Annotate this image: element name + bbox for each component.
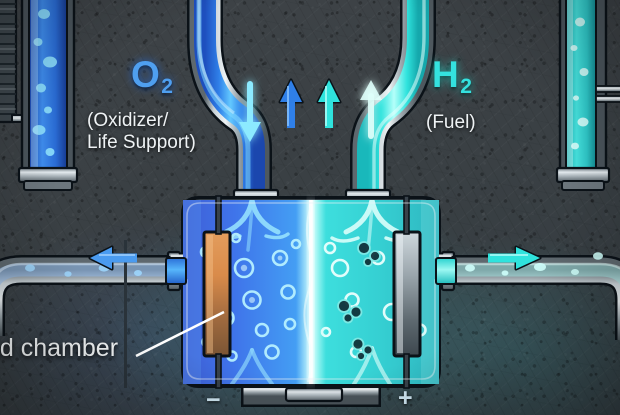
flow-up-in-hydrogen-pipe-arrow [360,80,382,139]
hydrogen-storage-tank [555,0,620,191]
oxygen-tank-bubbles [31,0,57,172]
electrode-negative-marker: − [206,386,221,415]
hydrogen-uppipe [344,0,436,204]
hydrogen-description-line1: (Fuel) [426,112,476,134]
hydrogen-tank-bubbles [567,0,589,172]
steel-electrode [392,195,422,389]
electrode-positive-marker: + [398,384,413,413]
copper-electrode [124,195,232,389]
hydrogen-subscript: 2 [460,75,472,98]
oxygen-description: (Oxidizer/ Life Support) [87,110,196,155]
hydrogen-pipe-bubbles [465,252,603,276]
flow-right-hydrogen-arrow [488,245,542,271]
flow-left-oxygen-arrow [88,245,137,271]
hydrogen-formula: H [432,54,459,95]
chamber-callout-label: ed chamber [0,334,118,363]
ion-exchange-membrane [296,200,326,384]
hydrogen-description: (Fuel) [426,112,476,134]
oxygen-formula: O [131,54,160,95]
oxygen-subscript: 2 [161,75,173,98]
flow-up-hydrogen-arrow [316,78,342,128]
hydrogen-label: H2 [432,54,472,97]
oxygen-pipe-bubbles [25,264,142,277]
flow-down-in-oxygen-pipe-arrow [239,81,261,142]
oxygen-description-line2: Life Support) [87,132,196,154]
oxygen-description-line1: (Oxidizer/ [87,110,196,132]
electrolysis-chamber [124,195,457,389]
chamber-callout-leader-line [135,310,225,358]
flow-up-oxygen-arrow [278,78,304,128]
oxygen-storage-tank [17,0,79,191]
oxygen-label: O2 [131,54,173,97]
